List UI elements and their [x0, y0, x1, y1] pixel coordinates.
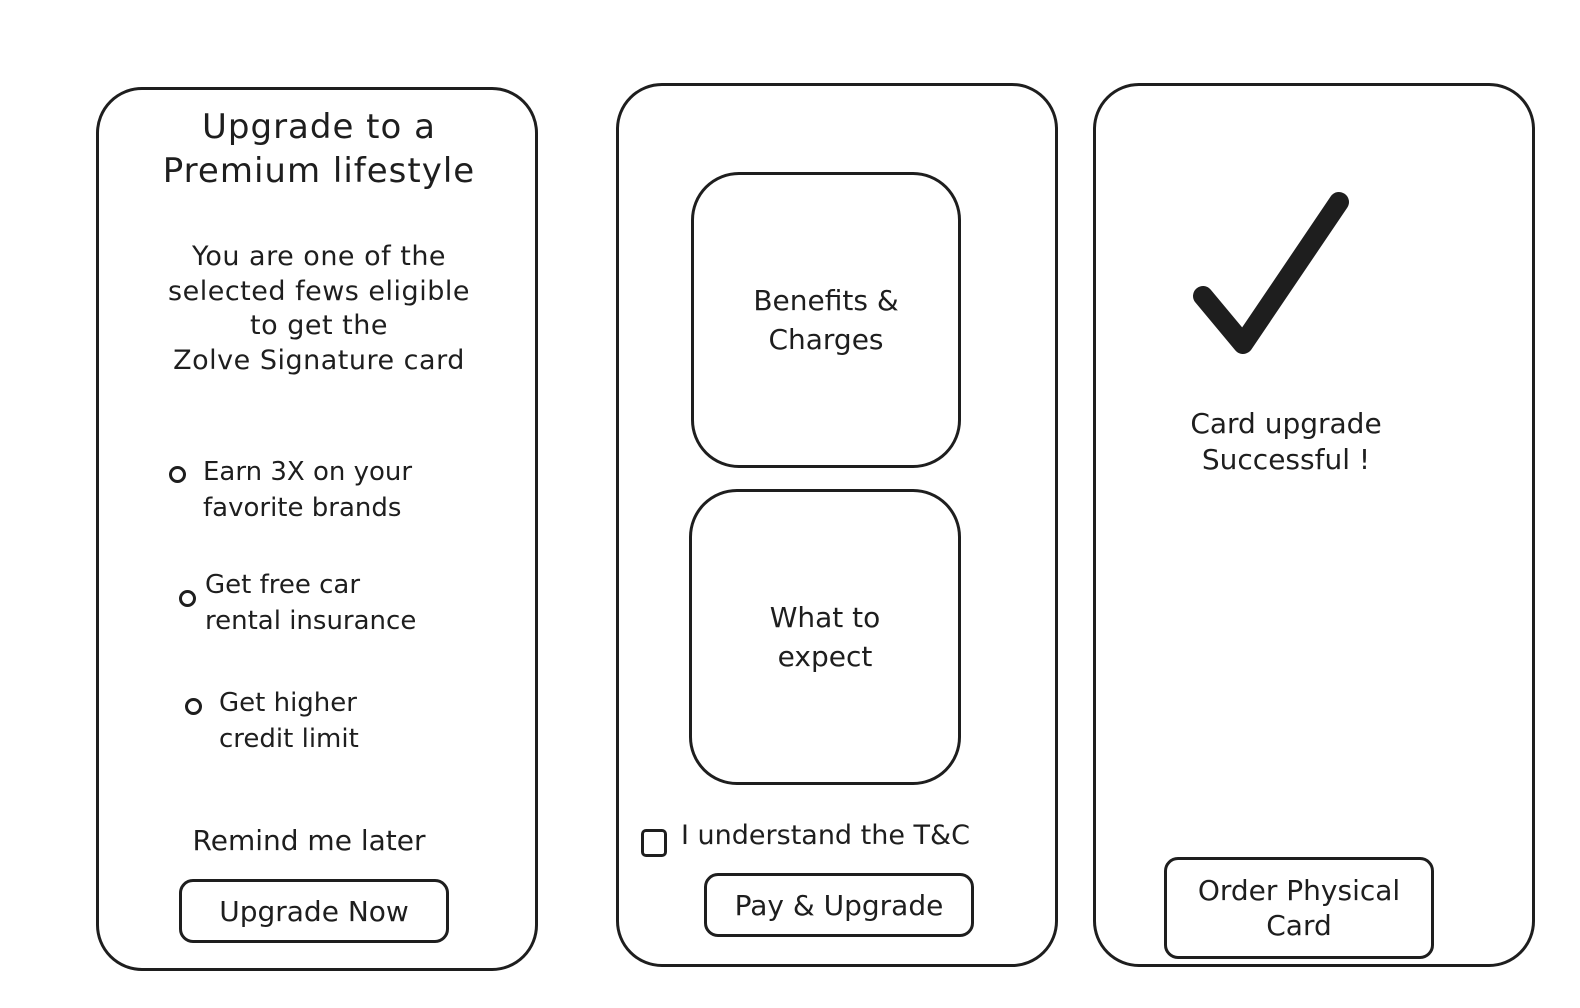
- payment-screen: Benefits & Charges What to expect I unde…: [616, 83, 1058, 967]
- bullet-icon: [179, 590, 196, 607]
- order-physical-card-button[interactable]: Order Physical Card: [1164, 857, 1434, 959]
- eligibility-message: You are one of the selected fews eligibl…: [168, 241, 470, 376]
- upgrade-now-button[interactable]: Upgrade Now: [179, 879, 449, 943]
- tc-checkbox[interactable]: [641, 829, 667, 857]
- what-to-expect-card[interactable]: What to expect: [689, 489, 961, 785]
- page-title: Upgrade to a Premium lifestyle: [162, 107, 476, 191]
- bullet-icon: [169, 466, 186, 483]
- upgrade-offer-screen: Upgrade to a Premium lifestyle You are o…: [96, 87, 538, 971]
- success-screen: Card upgrade Successful ! Order Physical…: [1093, 83, 1535, 967]
- benefit-text: Get higher credit limit: [219, 688, 359, 755]
- bullet-icon: [185, 698, 202, 715]
- benefit-text: Earn 3X on your favorite brands: [203, 457, 413, 524]
- remind-me-later-link[interactable]: Remind me later: [192, 824, 426, 857]
- tc-label: I understand the T&C: [681, 820, 970, 851]
- benefits-charges-card[interactable]: Benefits & Charges: [691, 172, 961, 468]
- pay-upgrade-button[interactable]: Pay & Upgrade: [704, 873, 974, 937]
- checkmark-icon: [1193, 192, 1349, 354]
- benefit-text: Get free car rental insurance: [205, 570, 417, 637]
- success-message: Card upgrade Successful !: [1190, 407, 1382, 476]
